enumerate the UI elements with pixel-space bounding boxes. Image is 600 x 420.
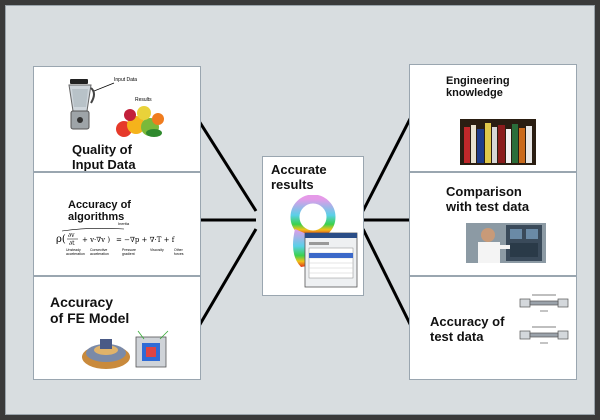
connector-left-bottom (197, 228, 258, 327)
svg-text:Pressure: Pressure (122, 248, 136, 252)
results-label: Results (135, 97, 152, 103)
svg-text:acceleration: acceleration (66, 252, 85, 256)
inertia-label: Inertia (118, 221, 130, 226)
test-setup-2 (519, 326, 569, 344)
equation-image: ρ( ∂v ∂t + v·∇v ) = −∇p + ∇·T + f Unstea… (56, 228, 184, 256)
fruit-icon (116, 106, 164, 137)
card-accuracy-of-fe-model: Accuracy of FE Model (33, 276, 201, 380)
input-data-label: Input Data (114, 77, 138, 83)
card-title: Accuracy of test data (430, 314, 505, 344)
input-pointer-line (94, 82, 115, 92)
svg-text:∂v: ∂v (68, 232, 75, 239)
card-title: Quality of Input Data (72, 142, 136, 172)
svg-text:+ v·∇v ): + v·∇v ) (82, 236, 110, 244)
connector-lines (197, 116, 413, 327)
card-title: Engineering knowledge (446, 75, 510, 100)
card-accuracy-of-algorithms: Accuracy of algorithms ρ( ∂v ∂t + v·∇v )… (33, 172, 201, 276)
card-title: Accurate results (271, 162, 327, 192)
card-comparison-with-test-data: Comparison with test data (409, 172, 577, 276)
svg-text:gradient: gradient (122, 252, 135, 256)
svg-text:forces: forces (174, 252, 184, 256)
fe-model-image (82, 330, 169, 369)
card-engineering-knowledge: Engineering knowledge (409, 64, 577, 172)
svg-text:∂t: ∂t (69, 240, 75, 247)
test-setup-1 (519, 294, 569, 312)
diagram-canvas: Input Data Results Quality of Input Data… (5, 5, 595, 415)
blender-icon (68, 79, 95, 130)
svg-text:ρ(: ρ( (56, 234, 66, 245)
card-title: Accuracy of FE Model (50, 294, 130, 326)
card-quality-of-input-data: Input Data Results Quality of Input Data (33, 66, 201, 172)
svg-text:Other: Other (174, 248, 184, 252)
connector-right-top (361, 116, 413, 212)
engineer-test-image (466, 223, 546, 263)
svg-text:acceleration: acceleration (90, 252, 109, 256)
test-diagram-image (519, 294, 569, 344)
svg-text:= −∇p + ∇·T + f: = −∇p + ∇·T + f (116, 236, 176, 244)
connector-right-bottom (361, 228, 413, 327)
svg-text:Viscosity: Viscosity (150, 248, 164, 252)
card-accurate-results: Accurate results (262, 156, 364, 296)
connector-left-top (197, 120, 258, 212)
fea-results-image (290, 195, 358, 288)
card-title: Comparison with test data (446, 184, 530, 214)
card-title: Accuracy of algorithms (68, 199, 131, 224)
svg-text:Convective: Convective (90, 248, 107, 252)
svg-text:Unsteady: Unsteady (66, 248, 81, 252)
card-accuracy-of-test-data: Accuracy of test data (409, 276, 577, 380)
books-image (460, 119, 536, 165)
